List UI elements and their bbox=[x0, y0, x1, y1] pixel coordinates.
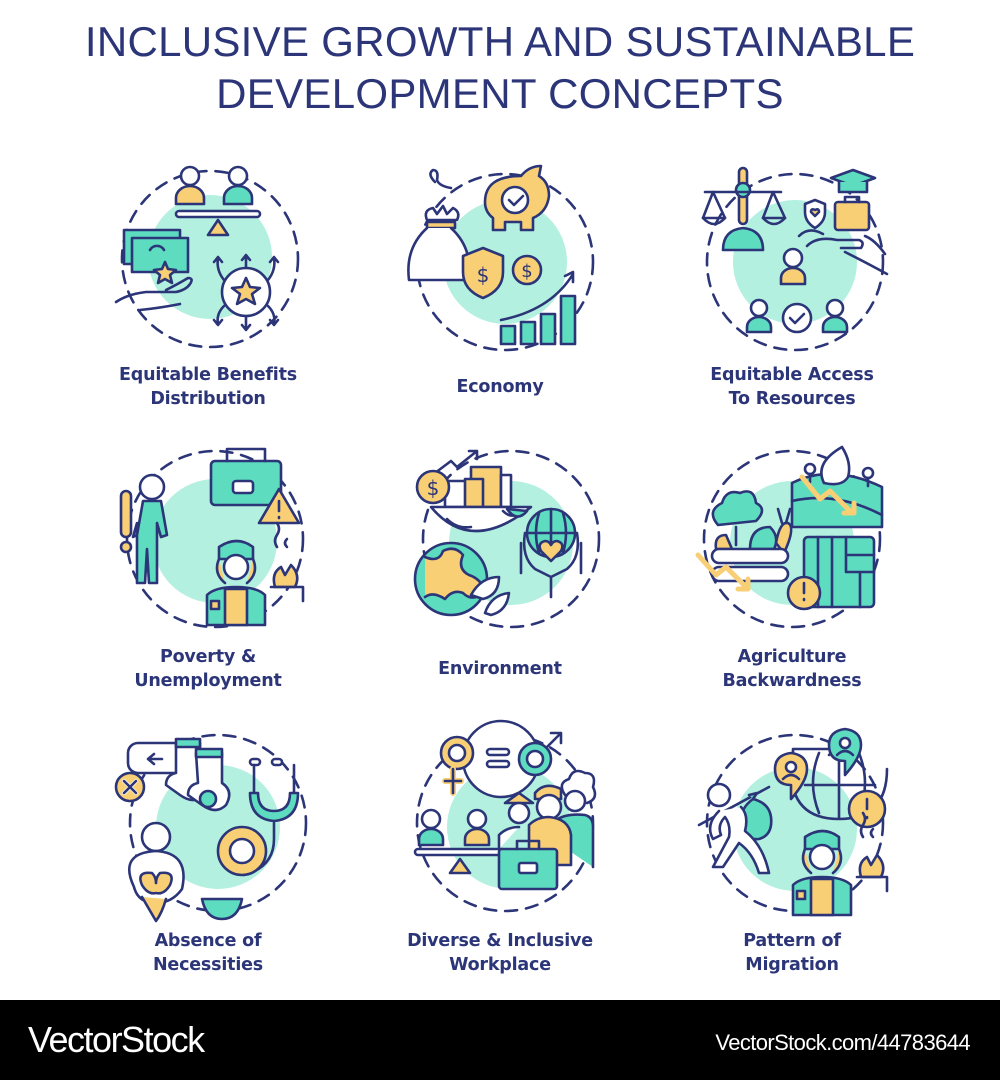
concept-label: Environment bbox=[438, 659, 562, 679]
svg-text:$: $ bbox=[427, 476, 440, 500]
svg-text:$: $ bbox=[477, 263, 490, 287]
necessities-icon bbox=[114, 729, 318, 929]
brand-logo: VectorStock bbox=[28, 1019, 205, 1060]
page-title: INCLUSIVE GROWTH AND SUSTAINABLE DEVELOP… bbox=[0, 16, 1000, 120]
svg-text:$: $ bbox=[521, 261, 532, 282]
concept-label: Economy bbox=[456, 377, 544, 397]
concept-label: Absence of Necessities bbox=[152, 931, 264, 975]
image-url: VectorStock.com/44783644 bbox=[715, 1030, 970, 1055]
environment-icon: $ bbox=[411, 443, 611, 643]
agriculture-icon bbox=[692, 443, 892, 643]
title-line-1: INCLUSIVE GROWTH AND SUSTAINABLE bbox=[84, 18, 916, 65]
concept-label: Diverse & Inclusive Workplace bbox=[407, 931, 593, 975]
title-line-2: DEVELOPMENT CONCEPTS bbox=[216, 70, 784, 117]
economy-icon: $ $ bbox=[405, 162, 605, 362]
concept-label: Poverty & Unemployment bbox=[134, 647, 282, 691]
migration-icon bbox=[695, 727, 895, 929]
benefits-distribution-icon bbox=[110, 162, 310, 362]
concept-grid: Equitable Benefits Distribution $ $ bbox=[110, 162, 895, 975]
workplace-icon bbox=[405, 719, 605, 929]
poverty-unemployment-icon bbox=[115, 443, 315, 643]
access-resources-icon bbox=[695, 162, 895, 362]
concept-label: Pattern of Migration bbox=[743, 931, 841, 975]
concept-label: Equitable Access To Resources bbox=[710, 365, 874, 409]
concept-label: Agriculture Backwardness bbox=[722, 647, 862, 691]
watermark-footer: VectorStock VectorStock.com/44783644 bbox=[0, 1000, 1000, 1080]
concept-label: Equitable Benefits Distribution bbox=[119, 365, 297, 409]
